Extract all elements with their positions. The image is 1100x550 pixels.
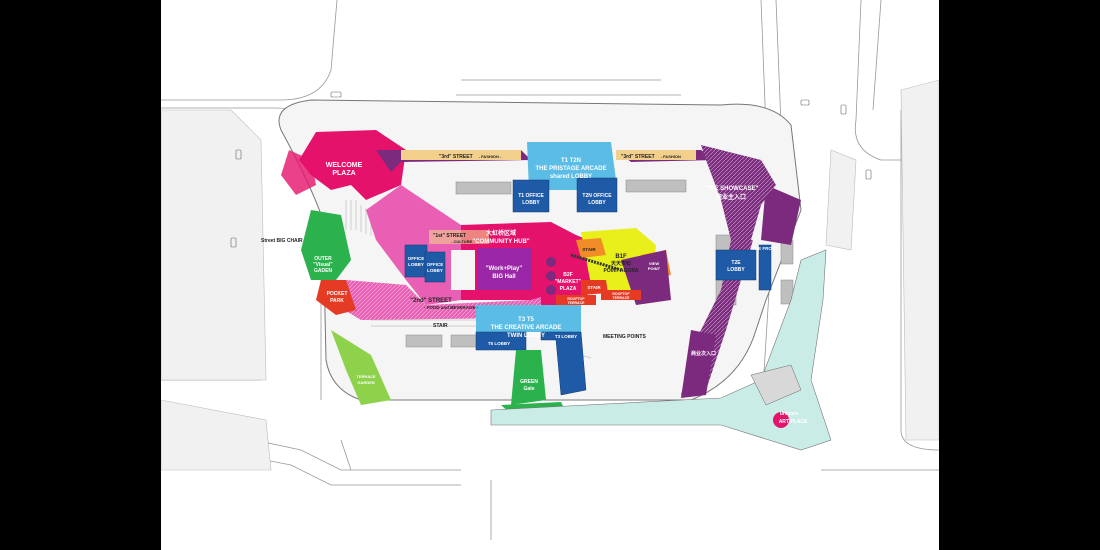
b1f-label-2: 天天安石 [611,260,631,267]
outer-visual-label-2: "Visual" [313,262,333,268]
third-street-right-banner [616,150,696,160]
t3t5-arcade-zone [476,305,581,332]
pocket-park-label-2: PARK [330,298,344,304]
b1f-label-3: POINT AGORA [603,268,638,274]
bridge-link [570,253,622,272]
view-point-label-2: POINT [648,266,661,271]
t5-lobby-label: T5 LOBBY [488,341,510,346]
outer-visual-label-1: OUTER [314,256,332,262]
site-plan: WELCOME PLAZA "3rd" STREET- FASHION - "3… [161,0,939,550]
community-hub-label-2: "COMMUNITY HUB" [472,239,529,245]
the-front-label: THE FRONT [752,246,778,251]
t2n-office-label-2: LOBBY [588,200,606,206]
t2e-label-1: T2E [731,260,741,266]
meeting-points-label: MEETING POINTS [603,334,646,340]
b2f-label-3: PLAZA [560,286,577,292]
secondary-entrance-label: 商业次入口 [691,350,716,357]
second-street-label: "2nd" STREET [410,298,452,304]
rooftop-1-label-b: TERRACE [568,301,586,305]
green-gate-label-1: GREEN [520,379,538,385]
stair-small-label: STAIR [587,285,601,290]
t3t5-label-1: T3 T5 [518,317,534,323]
third-street-left-banner [401,150,521,160]
mint-corner-structure [750,364,802,406]
work-play-label-1: "Work+Play" [486,266,523,272]
terrace-left-label-2: GARDEN [357,380,374,385]
t2e-label-2: LOBBY [727,267,745,273]
second-street-sub-label: - FOOD and BEVERAGE - [424,305,479,310]
welcome-plaza-label-2: PLAZA [332,170,355,177]
rooftop-terrace-2 [601,290,641,300]
green-gate-zone [511,350,546,405]
t3-lobby-label: T3 LOBBY [555,334,577,339]
office-lobby-b-label-1: OFFICE [427,262,444,267]
stair-zone [576,238,606,258]
stair-left-label: STAIR [433,323,448,329]
rooftop-terrace-1 [556,295,596,305]
street-big-chair-label: Street BIG CHAIR [261,238,303,244]
office-lobby-b-label-2: LOBBY [427,268,443,273]
b1f-label-1: B1F [615,254,627,260]
rooftop-1-label-a: ROOFTOP [567,297,585,301]
white-hall-patch [451,250,475,290]
rooftop-2-label-b: TERRACE [613,296,631,300]
terrace-garden-zone [331,330,391,405]
b2f-label-2: "MARKET" [555,279,582,285]
side-lots [161,79,939,471]
site-plan-svg: WELCOME PLAZA "3rd" STREET- FASHION - "3… [161,0,939,540]
welcome-plaza-zone [281,130,406,200]
showcase-label-2: 商业主入口 [716,193,746,201]
outer-garden-zone [301,210,351,280]
t1t2n-label-1: T1 T2N [561,158,581,164]
secondary-entrance-zone [681,330,716,398]
stair-right-label: STAIR [582,247,596,252]
left-letterbox [0,0,161,550]
outer-visual-label-3: GADEN [314,268,332,274]
work-play-hall [477,248,532,290]
third-street-left-label: "3rd" STREET- FASHION - [439,154,502,160]
right-letterbox [939,0,1100,550]
t1t2n-label-3: shared LOBBY [550,174,592,180]
rooftop-2-label-a: ROOFTOP [612,292,630,296]
unicorn-marker [773,412,789,428]
welcome-plaza-label-1: WELCOME [326,162,363,169]
work-play-label-2: BIG Hall [492,274,516,280]
t3t5-label-3: TWIN LOBBY [507,333,545,339]
office-lobbies [404,177,772,396]
car-icons [230,91,872,248]
circle-markers [546,257,556,295]
first-street-banner [429,230,489,244]
unicorn-label-2: ART PLACE [779,419,808,425]
green-gate-label-2: Gate [523,386,534,392]
office-lobby-a-label-2: LOBBY [408,262,424,267]
third-street-right-label: "3rd" STREET- FASHION [621,154,681,160]
t1-office-label-1: T1 OFFICE [518,193,544,199]
t3t5-label-2: THE CREATIVE ARCADE [491,325,562,331]
b2f-label-1: B2F [563,272,572,278]
first-street-sub-label: - CULTURE [451,239,473,244]
office-lobby-a-label-1: OFFICE [408,256,425,261]
t1t2n-label-2: THE PRISTAGE ARCADE [535,166,606,172]
pocket-park-label-1: POCKET [327,291,348,297]
terrace-left-label-1: TERRACE [356,374,376,379]
unicorn-label-1: unicorn [780,411,798,417]
community-hub-label-1: 大虹桥区域 [486,229,516,237]
pocket-park-zone [316,280,356,315]
first-street-label: "1st" STREET [433,233,466,239]
view-point-label-1: VIEW [649,261,659,266]
t2n-office-label-1: T2N OFFICE [582,193,612,199]
t1-office-label-2: LOBBY [522,200,540,206]
showcase-label-1: "THE SHOWCASE" [704,186,759,192]
